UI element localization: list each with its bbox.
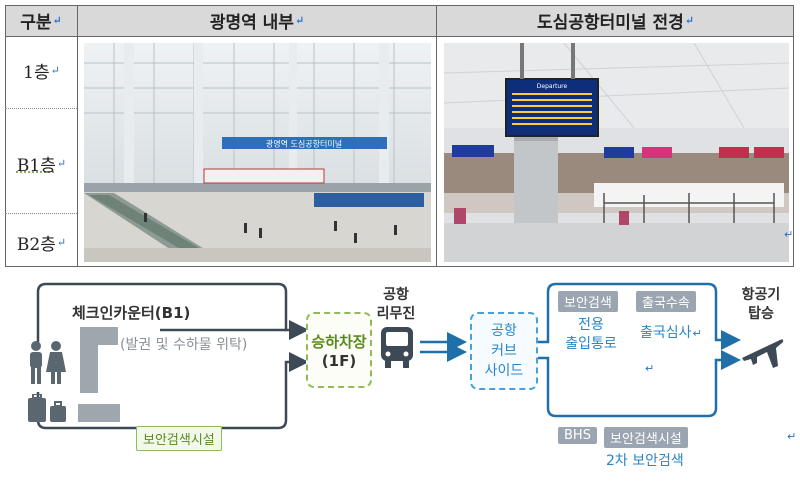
curbside-box: 공항 커브 사이드 bbox=[470, 312, 538, 390]
header-gwangmyeong: 광명역 내부↵ bbox=[78, 5, 436, 36]
pickup-zone-box: 승하차장 (1F) bbox=[306, 312, 372, 388]
bus-icon bbox=[379, 327, 415, 373]
terminal-view-photo: Departure bbox=[444, 43, 789, 262]
limousine-label: 공항 리무진 bbox=[376, 287, 416, 322]
header-category: 구분↵ bbox=[5, 5, 77, 36]
comparison-table: 구분↵ 광명역 내부↵ 도심공항터미널 전경↵ 1층↵ B1층↵ B2층↵ bbox=[5, 5, 794, 267]
checkin-title: 체크인카운터(B1) bbox=[72, 304, 191, 322]
departure-board-text: Departure bbox=[537, 83, 568, 90]
passengers-icon bbox=[24, 340, 70, 390]
gwangmyeong-sign-text: 광명역 도심공항터미널 bbox=[266, 139, 342, 149]
row-label-b2: B2층↵ bbox=[16, 234, 67, 255]
header-terminal-view: 도심공항터미널 전경↵ bbox=[437, 5, 794, 36]
path-security-bottom bbox=[36, 352, 309, 430]
checkin-subtitle: (발권 및 수하물 위탁) bbox=[120, 337, 248, 353]
dedicated-passage: 전용 출입통로 bbox=[565, 317, 617, 352]
immigration-label: 출국심사↵ bbox=[640, 325, 702, 341]
pickup-label: 승하차장 bbox=[311, 332, 367, 351]
path-checkin-top bbox=[36, 282, 309, 342]
row-label-b1: B1층↵ bbox=[16, 155, 67, 176]
security-facility-right: 보안검색시설 bbox=[604, 427, 688, 448]
checkin-counter-icon bbox=[78, 325, 120, 399]
security-check-tag: 보안검색 bbox=[558, 291, 618, 312]
second-security-check: 2차 보안검색 bbox=[606, 453, 684, 469]
process-flow-arrows bbox=[36, 282, 741, 430]
row-label-1f: 1층↵ bbox=[23, 62, 60, 83]
security-facility-left: 보안검색시설 bbox=[136, 426, 222, 451]
security-machine-icon bbox=[78, 404, 120, 422]
pickup-floor: (1F) bbox=[321, 351, 357, 370]
luggage-icon bbox=[24, 393, 70, 428]
exit-procedure-tag: 출국수속 bbox=[636, 291, 696, 312]
gwangmyeong-interior-photo: 광명역 도심공항터미널 bbox=[84, 43, 431, 262]
bhs-tag: BHS bbox=[558, 427, 597, 444]
airplane-icon bbox=[740, 332, 784, 376]
path-bhs-bottom bbox=[537, 350, 741, 418]
path-dedicated-top bbox=[537, 282, 741, 350]
boarding-label: 항공기 탑승 bbox=[741, 287, 781, 322]
